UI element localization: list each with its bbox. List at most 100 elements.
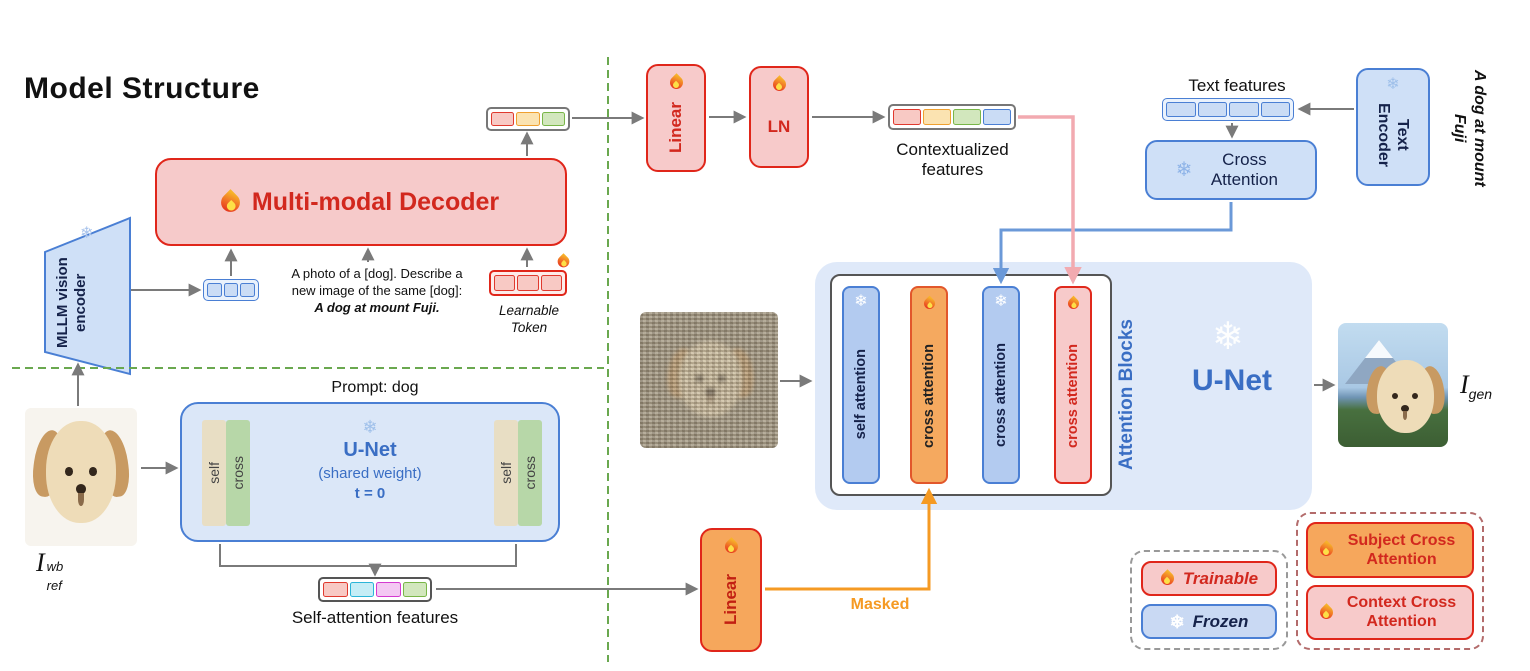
self-bar-label: self [498, 462, 514, 484]
learnable-token-label: Learnable Token [498, 303, 560, 335]
masked-label: Masked [850, 596, 910, 613]
snowflake-icon: ❄ [1169, 611, 1185, 632]
self-attention-features-label: Self-attention features [291, 608, 459, 627]
self-attention-bar: ❄ self attention [842, 286, 880, 484]
token-cell [1229, 102, 1259, 117]
token-cell [983, 109, 1011, 125]
token-cell [1166, 102, 1196, 117]
reference-dog-image [25, 408, 137, 546]
flame-icon [1067, 295, 1080, 311]
learnable-token-bar [489, 270, 567, 296]
mllm-encoder-shape [44, 216, 131, 376]
contextualized-token-bar [888, 104, 1016, 130]
subject-cross-attention-bar: cross attention [910, 286, 948, 484]
prompt-line-2: new image of the same [dog]: [291, 282, 463, 298]
frozen-cross-attention-bar: ❄ cross attention [982, 286, 1020, 484]
arrow-contextualized-to-unet [1018, 115, 1082, 285]
decoder-label: Multi-modal Decoder [251, 187, 500, 216]
snowflake-icon: ❄ [1175, 159, 1193, 181]
timestep-label: t = 0 [354, 485, 386, 502]
generated-image-label: Igen [1460, 370, 1492, 402]
noise-texture [640, 312, 778, 448]
dog-illustration [1363, 355, 1447, 444]
snowflake-icon: ❄ [362, 417, 378, 437]
flame-icon [1319, 603, 1334, 622]
token-cell [1197, 102, 1227, 117]
shared-unet-label: U-Net [343, 439, 397, 461]
cross-bar-label: cross [522, 456, 538, 490]
flame-icon [1319, 540, 1334, 559]
attention-blocks-label: Attention Blocks [1116, 319, 1137, 471]
mllm-token-bar [203, 279, 259, 301]
linear-top-label: Linear [666, 102, 685, 154]
math-subscript: gen [1468, 386, 1493, 402]
text-encoder-box: ❄ Text Encoder [1356, 68, 1430, 186]
cross-attention-label: Cross Attention [1210, 149, 1278, 189]
token-cell [402, 582, 427, 597]
token-cell [491, 112, 515, 126]
cross-bar-left: cross [226, 420, 250, 526]
snowflake-icon: ❄ [80, 225, 94, 242]
snowflake-icon: ❄ [994, 293, 1008, 310]
dog-illustration [29, 415, 133, 539]
arrow-sharedunet-to-features-right [380, 544, 517, 567]
math-superscript: wb [46, 559, 64, 574]
snowflake-icon: ❄ [1386, 76, 1400, 93]
flame-icon [1160, 569, 1175, 588]
shared-unet-text: ❄ U-Net (shared weight) t = 0 [252, 418, 488, 502]
text-features-label: Text features [1188, 76, 1286, 95]
token-cell [517, 275, 539, 291]
token-cell [323, 582, 348, 597]
cross-bar-label: cross [230, 456, 246, 490]
decoder-output-token-bar [486, 107, 570, 131]
text-encoder-label: Text Encoder [1375, 102, 1412, 167]
decoder-prompt-text: A photo of a [dog]. Describe a new image… [282, 266, 472, 317]
generated-image [1338, 323, 1448, 447]
token-cell [349, 582, 374, 597]
shared-weight-label: (shared weight) [318, 465, 422, 482]
token-cell [223, 283, 239, 297]
token-cell [953, 109, 981, 125]
flame-icon [557, 253, 571, 270]
flame-icon [923, 295, 936, 311]
shared-unet-box: self cross self cross ❄ U-Net (shared we… [180, 402, 560, 542]
prompt-dog-label: Prompt: dog [331, 379, 419, 396]
subject-cross-attention-label: cross attention [921, 344, 937, 448]
math-symbol: I [1460, 370, 1469, 399]
text-prompt-caption: A dog at mount Fuji [1451, 69, 1488, 187]
self-attention-label: self attention [853, 349, 869, 440]
unet-main-label: U-Net [1192, 364, 1272, 397]
noisy-latent-image [640, 312, 778, 448]
token-cell [1260, 102, 1290, 117]
math-subscript: ref [46, 578, 62, 593]
legend-frozen-label: Frozen [1192, 611, 1249, 631]
legend-context-label: Context Cross Attention [1346, 594, 1457, 631]
legend-trainable-frozen: Trainable ❄ Frozen [1130, 550, 1288, 650]
layer-norm-label: LN [767, 117, 791, 136]
legend-subject-label: Subject Cross Attention [1347, 531, 1456, 568]
arrow-sharedunet-to-features-left [219, 544, 382, 577]
self-bar-left: self [202, 420, 226, 526]
legend-trainable: Trainable [1141, 561, 1277, 596]
token-cell [207, 283, 222, 297]
token-cell [541, 112, 565, 126]
flame-icon [772, 75, 787, 94]
mount-fuji-snowcap [1364, 340, 1393, 359]
legend-context-cross-attention: Context Cross Attention [1306, 584, 1474, 640]
context-cross-attention-label: cross attention [1065, 344, 1081, 448]
token-cell [494, 275, 516, 291]
token-cell [376, 582, 401, 597]
linear-top-box: Linear [646, 64, 706, 172]
math-symbol: I [36, 548, 45, 577]
self-bar-label: self [206, 462, 222, 484]
legend-frozen: ❄ Frozen [1141, 604, 1277, 639]
legend-subject-cross-attention: Subject Cross Attention [1306, 522, 1474, 578]
frozen-cross-attention-label: cross attention [993, 342, 1009, 447]
cross-attention-box: ❄ Cross Attention [1145, 140, 1317, 200]
linear-bottom-label: Linear [721, 574, 740, 626]
prompt-line-1: A photo of a [dog]. Describe a [291, 266, 463, 281]
contextualized-label: Contextualized features [896, 140, 1009, 179]
figure-title: Model Structure [24, 72, 260, 105]
